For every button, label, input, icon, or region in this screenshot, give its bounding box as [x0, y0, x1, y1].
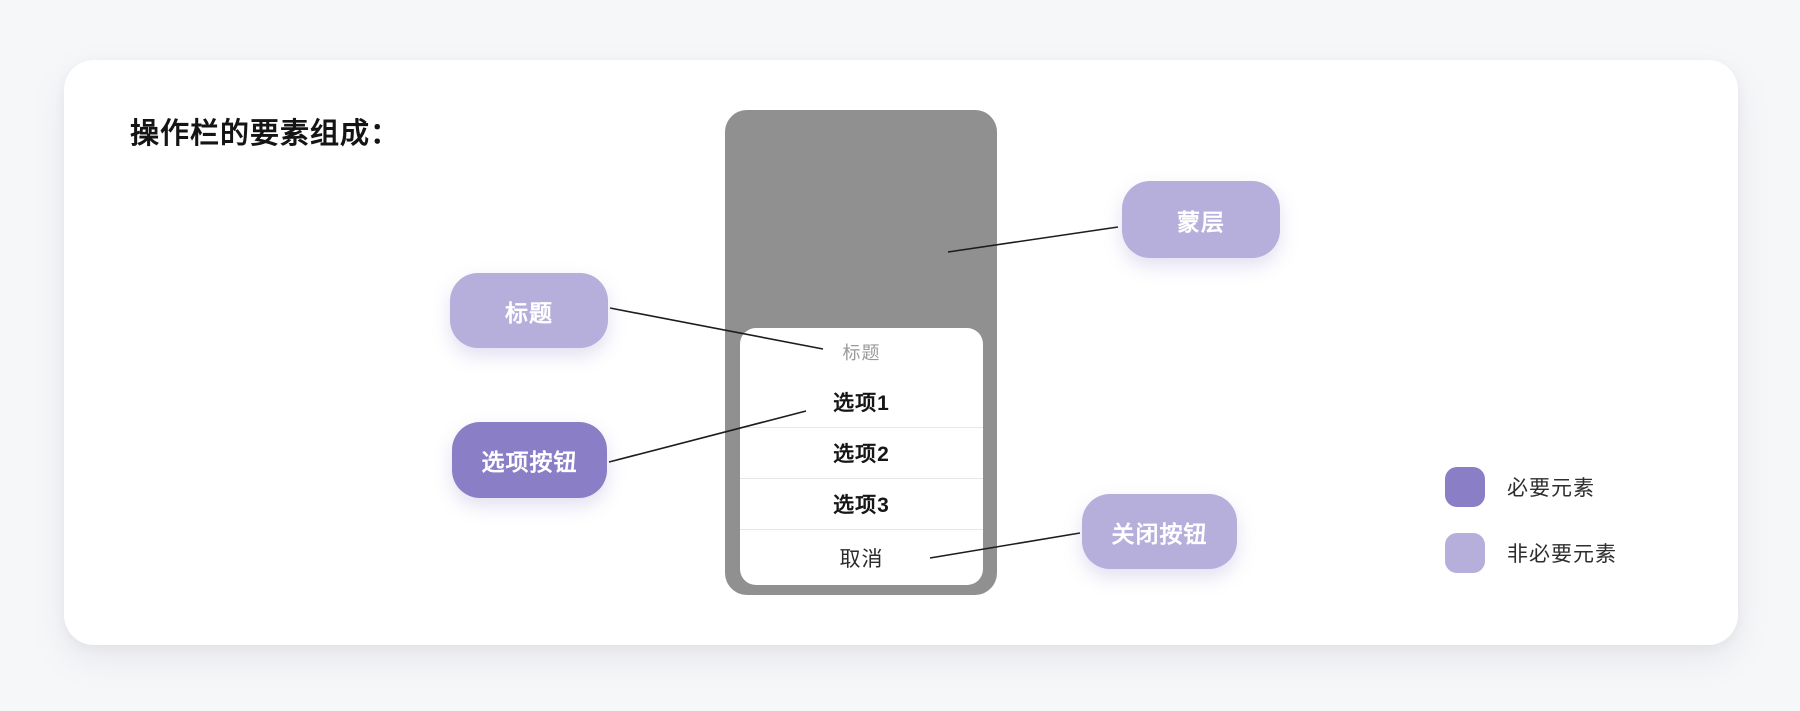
page-title: 操作栏的要素组成：: [130, 118, 401, 150]
annotation-pill-option-button: 选项按钮: [452, 422, 607, 498]
action-sheet-option-2: 选项2: [740, 427, 983, 478]
action-sheet-title: 标题: [842, 343, 881, 363]
legend-swatch-required-icon: [1445, 467, 1485, 507]
action-sheet-option-3-label: 选项3: [833, 494, 890, 517]
legend-swatch-optional-icon: [1445, 533, 1485, 573]
annotation-pill-close-button: 关闭按钮: [1082, 494, 1237, 569]
annotation-pill-title: 标题: [450, 273, 608, 348]
legend: 必要元素 非必要元素: [1445, 467, 1617, 573]
legend-row-optional: 非必要元素: [1445, 533, 1617, 573]
legend-label-required: 必要元素: [1507, 477, 1595, 500]
action-sheet: 标题 选项1 选项2 选项3 取消: [740, 328, 983, 585]
legend-row-required: 必要元素: [1445, 467, 1617, 507]
action-sheet-option-1: 选项1: [740, 376, 983, 427]
action-sheet-title-row: 标题: [740, 328, 983, 376]
action-sheet-cancel-row: 取消: [740, 529, 983, 585]
annotation-pill-mask: 蒙层: [1122, 181, 1280, 258]
action-sheet-option-2-label: 选项2: [833, 443, 890, 466]
phone-mockup-mask-overlay: 标题 选项1 选项2 选项3 取消: [725, 110, 997, 595]
action-sheet-option-3: 选项3: [740, 478, 983, 529]
action-sheet-option-1-label: 选项1: [833, 391, 890, 415]
action-sheet-cancel-label: 取消: [839, 547, 884, 571]
legend-label-optional: 非必要元素: [1507, 543, 1617, 566]
